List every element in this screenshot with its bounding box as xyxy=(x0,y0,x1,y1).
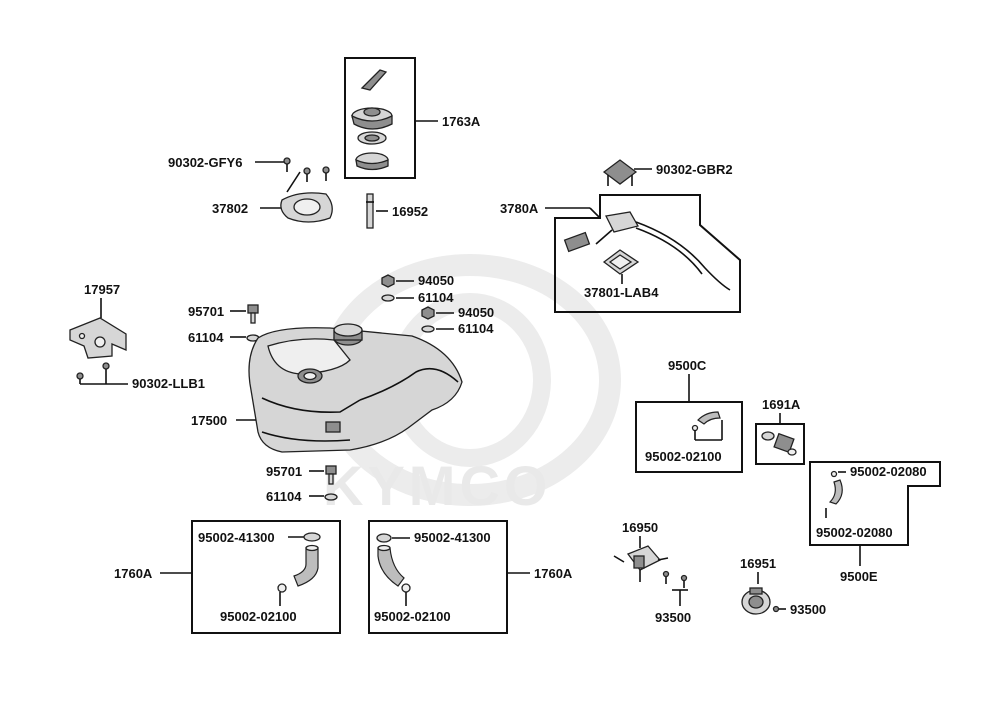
hose-kit-box-9500C xyxy=(635,401,743,473)
part-label-95002-02080-bot: 95002-02080 xyxy=(816,525,893,540)
screw-pair xyxy=(76,362,110,384)
hose-kit-box-9500E xyxy=(809,461,941,546)
washer-icon xyxy=(324,493,338,501)
part-label-90302-GBR2: 90302-GBR2 xyxy=(656,162,733,177)
part-label-95701-bot: 95701 xyxy=(266,464,302,479)
part-label-16951: 16951 xyxy=(740,556,776,571)
part-label-1760A-r: 1760A xyxy=(534,566,573,581)
part-label-3780A: 3780A xyxy=(500,201,539,216)
part-label-90302-GFY6: 90302-GFY6 xyxy=(168,155,242,170)
part-label-17957: 17957 xyxy=(84,282,120,297)
part-label-9500C: 9500C xyxy=(668,358,707,373)
washer-icon xyxy=(421,325,435,333)
part-label-61104-a: 61104 xyxy=(418,290,454,305)
part-label-1763A: 1763A xyxy=(442,114,481,129)
hose-icon xyxy=(691,411,723,440)
watermark-text: KYMCO xyxy=(323,454,551,517)
bolt-icon xyxy=(325,465,337,485)
part-label-17500: 17500 xyxy=(191,413,227,428)
part-label-95002-02100-c: 95002-02100 xyxy=(645,449,722,464)
part-label-95701-top: 95701 xyxy=(188,304,224,319)
part-label-61104-bot: 61104 xyxy=(266,489,302,504)
part-label-95002-02100-r: 95002-02100 xyxy=(374,609,451,624)
fuel-sender-unit xyxy=(563,211,731,291)
hose-icon xyxy=(825,470,846,518)
part-label-61104-left: 61104 xyxy=(188,330,224,345)
filter-box-1691A xyxy=(755,423,805,465)
part-label-16950: 16950 xyxy=(622,520,658,535)
part-label-94050-a: 94050 xyxy=(418,273,454,288)
hose-elbow xyxy=(376,533,411,593)
part-label-16952: 16952 xyxy=(392,204,428,219)
part-label-95002-41300-l: 95002-41300 xyxy=(198,530,275,545)
part-label-93500-a: 93500 xyxy=(655,610,691,625)
part-label-1691A: 1691A xyxy=(762,397,801,412)
part-label-95002-02100-l: 95002-02100 xyxy=(220,609,297,624)
nut-icon xyxy=(421,306,435,320)
watermark-logo: KYMCO xyxy=(319,254,621,517)
tank-bracket xyxy=(69,317,127,359)
fuel-tank xyxy=(248,323,463,453)
part-label-9500E: 9500E xyxy=(840,569,878,584)
part-label-1760A-l: 1760A xyxy=(114,566,153,581)
fuel-cock-lever xyxy=(741,587,780,615)
part-label-61104-b: 61104 xyxy=(458,321,494,336)
washer-icon xyxy=(381,294,395,302)
fuel-filter xyxy=(761,431,797,456)
part-label-37801-LAB4: 37801-LAB4 xyxy=(584,285,659,300)
sender-cover xyxy=(602,159,638,186)
part-label-94050-b: 94050 xyxy=(458,305,494,320)
hose-elbow xyxy=(277,532,321,593)
part-label-95002-02080-top: 95002-02080 xyxy=(850,464,927,479)
part-label-90302-LLB1: 90302-LLB1 xyxy=(132,376,205,391)
hose-kit-box-1760A-left xyxy=(191,520,341,634)
part-label-93500-b: 93500 xyxy=(790,602,826,617)
fuel-sender-box xyxy=(554,194,741,313)
nut-icon xyxy=(381,274,395,288)
part-label-37802: 37802 xyxy=(212,201,248,216)
pin-16952 xyxy=(366,193,374,229)
fuel-cap-parts xyxy=(351,69,393,171)
fuel-valve xyxy=(613,545,688,588)
fuel-cap-box xyxy=(344,57,416,179)
hose-kit-box-1760A-right xyxy=(368,520,508,634)
part-label-95002-41300-r: 95002-41300 xyxy=(414,530,491,545)
bolt-icon xyxy=(247,304,259,324)
screw-icon xyxy=(283,157,330,182)
filler-plate xyxy=(280,171,333,223)
